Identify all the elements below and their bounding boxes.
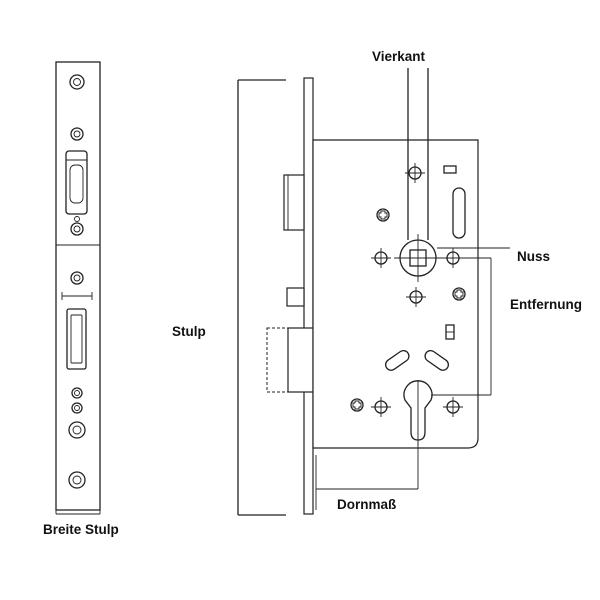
lock-case xyxy=(312,139,479,449)
case-hole-bottom-left xyxy=(371,397,391,417)
case-marker xyxy=(445,324,455,340)
case-hole-left xyxy=(371,248,391,268)
faceplate-front-view xyxy=(55,61,101,515)
small-screw-icon xyxy=(74,216,80,222)
angled-slot-right xyxy=(424,349,450,371)
deadbolt-front xyxy=(66,308,87,370)
deadbolt-side xyxy=(266,327,314,393)
angled-slot-left xyxy=(384,349,410,371)
dornmass-label: Dornmaß xyxy=(337,497,396,512)
faceplate-screw-upper xyxy=(70,127,84,141)
latch-bolt-front xyxy=(65,150,88,215)
faceplate-side xyxy=(303,77,314,515)
faceplate-screw-lower xyxy=(71,387,83,414)
dornmass-dimension xyxy=(315,440,419,510)
faceplate-screw-mid xyxy=(70,222,84,236)
phillips-screw-icon xyxy=(452,287,466,301)
entfernung-label: Entfernung xyxy=(510,297,582,312)
breite-stulp-label: Breite Stulp xyxy=(43,522,119,537)
phillips-screw-icon xyxy=(376,208,390,222)
case-slot xyxy=(452,187,466,239)
stulp-label: Stulp xyxy=(172,324,206,339)
faceplate-screw-center xyxy=(70,271,84,285)
case-hole-center xyxy=(406,287,426,307)
spindle-lines xyxy=(407,68,429,240)
trigger-side xyxy=(286,287,305,307)
nuss-label: Nuss xyxy=(517,249,550,264)
faceplate-screw-bottom xyxy=(68,471,86,489)
case-hole-top xyxy=(405,163,425,183)
case-hole-bottom-right xyxy=(443,397,463,417)
cylinder-profile xyxy=(403,380,433,441)
vierkant-label: Vierkant xyxy=(372,49,426,64)
entfernung-dimension xyxy=(418,257,492,396)
faceplate-cylinder-hole xyxy=(68,421,86,439)
case-notch xyxy=(443,165,457,174)
faceplate-screw-top xyxy=(69,74,85,90)
phillips-screw-icon xyxy=(350,398,364,412)
stulp-bracket xyxy=(237,79,286,516)
